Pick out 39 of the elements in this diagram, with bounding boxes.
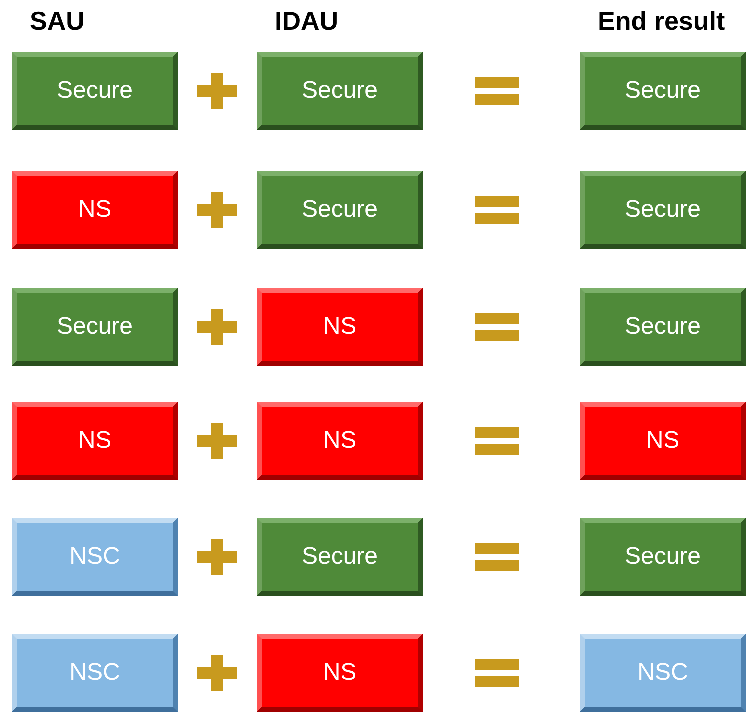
status-box [12,402,178,480]
box-label: NS [323,659,357,687]
status-box [580,518,746,596]
box-label: Secure [624,196,702,224]
box-label: Secure [56,313,134,341]
box-label: Secure [624,313,702,341]
status-box [257,171,423,249]
box-label: Secure [302,77,378,105]
box-label: NS [78,427,112,455]
status-box [257,518,423,596]
status-box [12,171,178,249]
status-box [257,402,423,480]
box-label: Secure [302,196,378,224]
status-box [580,52,746,130]
status-box [12,288,178,366]
status-box [257,288,423,366]
box-label: NS [323,427,357,455]
status-box [12,518,178,596]
status-box [580,402,746,480]
status-box [12,634,178,712]
box-label: NSC [70,543,120,571]
box-label: Secure [624,77,702,105]
box-label: NSC [638,659,688,687]
column-heading: IDAU [275,6,339,37]
box-label: NS [323,313,357,341]
box-label: Secure [302,543,378,571]
box-label: NS [646,427,680,455]
status-box [257,634,423,712]
status-box [580,288,746,366]
status-box [257,52,423,130]
status-box [12,52,178,130]
column-heading: End result [598,6,726,37]
box-label: Secure [56,77,134,105]
box-label: NS [78,196,112,224]
status-box [580,171,746,249]
status-box [580,634,746,712]
column-heading: SAU [30,6,85,37]
box-label: Secure [624,543,702,571]
box-label: NSC [70,659,120,687]
